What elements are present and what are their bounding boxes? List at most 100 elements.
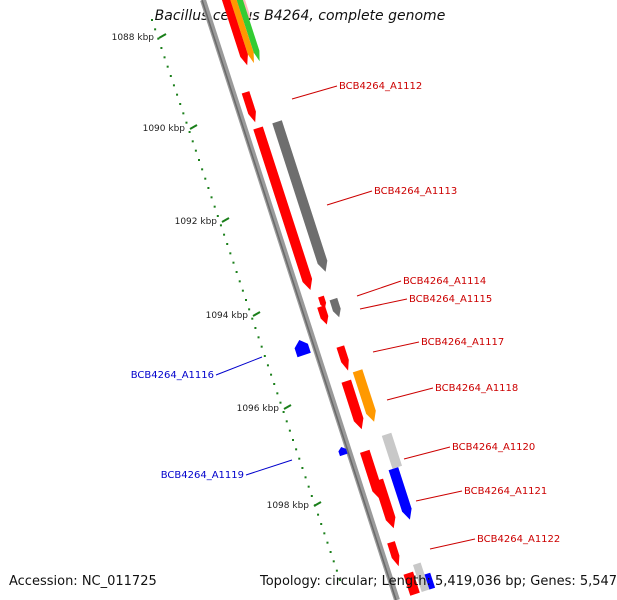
ruler-dot	[295, 448, 298, 451]
ruler-dot	[276, 392, 279, 395]
ruler-dot	[216, 215, 219, 217]
gene-feature	[413, 562, 430, 592]
leader-line	[359, 298, 408, 310]
ruler-dot	[188, 131, 191, 133]
ruler-dot	[185, 121, 188, 124]
gene-feature	[317, 305, 329, 325]
gene-feature	[241, 91, 256, 123]
gene-label[interactable]: BCB4264_A1118	[435, 383, 518, 394]
ruler-dot	[194, 149, 197, 152]
ruler-dot	[329, 551, 332, 553]
leader-line	[429, 538, 476, 550]
ruler-dot	[335, 569, 338, 572]
ruler-dot	[292, 439, 294, 441]
ruler-dot	[251, 317, 254, 320]
ruler-dot	[285, 420, 288, 423]
ruler-dot	[260, 345, 263, 348]
ruler-dot	[166, 65, 169, 68]
ruler-dot	[263, 355, 266, 357]
gene-label[interactable]: BCB4264_A1112	[339, 81, 422, 92]
ruler-dot	[232, 261, 235, 264]
ruler-dot	[169, 75, 172, 77]
gene-labels: BCB4264_A1112BCB4264_A1113BCB4264_A1114B…	[131, 81, 561, 545]
gene-feature	[424, 572, 436, 590]
gene-feature	[338, 447, 348, 457]
ruler-major-ticks	[158, 33, 322, 507]
ruler-label: 1092 kbp	[175, 217, 218, 227]
gene-feature	[388, 467, 412, 520]
gene-feature	[221, 0, 248, 66]
gene-label[interactable]: BCB4264_A1122	[477, 534, 560, 545]
ruler-major-tick	[252, 311, 261, 317]
ruler-dot	[182, 112, 185, 115]
ruler-dot	[201, 168, 204, 171]
leader-line	[215, 356, 263, 376]
ruler-label: 1096 kbp	[237, 404, 280, 414]
gene-label[interactable]: BCB4264_A1120	[452, 442, 535, 453]
ruler-dot	[273, 383, 276, 385]
ruler-dot	[154, 28, 157, 31]
ruler-dot	[282, 411, 285, 413]
ruler-major-tick	[158, 33, 167, 39]
gene-feature	[336, 345, 349, 371]
leader-line	[245, 459, 293, 476]
gene-feature	[318, 295, 327, 309]
leader-line	[356, 280, 402, 297]
leader-line	[291, 85, 338, 100]
ruler-label: 1094 kbp	[206, 311, 249, 321]
ruler-dot	[213, 205, 216, 208]
gene-feature	[230, 0, 254, 64]
gene-label[interactable]: BCB4264_A1119	[161, 470, 244, 481]
ruler-dot	[210, 196, 213, 199]
ruler-dot	[248, 308, 251, 311]
gene-label[interactable]: BCB4264_A1116	[131, 370, 214, 381]
gene-feature	[253, 126, 313, 290]
ruler-major-tick	[189, 124, 198, 130]
gene-label[interactable]: BCB4264_A1113	[374, 186, 457, 197]
gene-label[interactable]: BCB4264_A1117	[421, 337, 504, 348]
ruler-dots	[151, 19, 341, 581]
accession-text: Accession: NC_011725	[9, 574, 157, 589]
ruler-dot	[304, 476, 307, 479]
ruler-dot	[191, 140, 194, 143]
gene-label[interactable]: BCB4264_A1121	[464, 486, 547, 497]
ruler-dot	[254, 327, 257, 329]
backbone-line	[200, 0, 400, 600]
ruler-dot	[320, 523, 323, 525]
ruler-dot	[163, 56, 166, 59]
leader-line	[415, 490, 463, 502]
ruler-dot	[207, 187, 210, 189]
ruler-dot	[339, 579, 341, 581]
genome-summary-text: Topology: circular; Length: 5,419,036 bp…	[260, 574, 617, 589]
ruler-dot	[323, 532, 326, 535]
ruler-dot	[288, 429, 291, 432]
backbone-edge	[201, 0, 397, 600]
ruler-dot	[176, 93, 179, 96]
ruler-dot	[257, 336, 260, 339]
ruler-dot	[219, 224, 222, 227]
gene-feature	[387, 541, 400, 567]
gene-feature	[403, 571, 420, 596]
ruler-dot	[157, 37, 160, 40]
gene-label[interactable]: BCB4264_A1114	[403, 276, 486, 287]
ruler-dot	[226, 243, 229, 245]
ruler-dot	[326, 541, 329, 544]
gene-feature	[373, 478, 396, 529]
ruler-dot	[241, 289, 244, 292]
leader-line	[372, 341, 420, 353]
ruler-dot	[310, 495, 313, 497]
gene-feature	[381, 432, 402, 469]
ruler-label: 1098 kbp	[267, 501, 310, 511]
ruler-major-tick	[283, 404, 292, 410]
leader-line	[386, 387, 434, 401]
gene-label[interactable]: BCB4264_A1115	[409, 294, 492, 305]
leader-line	[326, 190, 373, 206]
ruler-dot	[245, 299, 247, 301]
leader-line	[403, 446, 451, 460]
ruler-major-tick	[313, 501, 322, 507]
ruler-dot	[332, 560, 335, 563]
ruler-dot	[229, 252, 232, 255]
gene-feature	[341, 379, 364, 430]
ruler-dot	[317, 513, 320, 516]
gene-feature	[272, 120, 328, 272]
